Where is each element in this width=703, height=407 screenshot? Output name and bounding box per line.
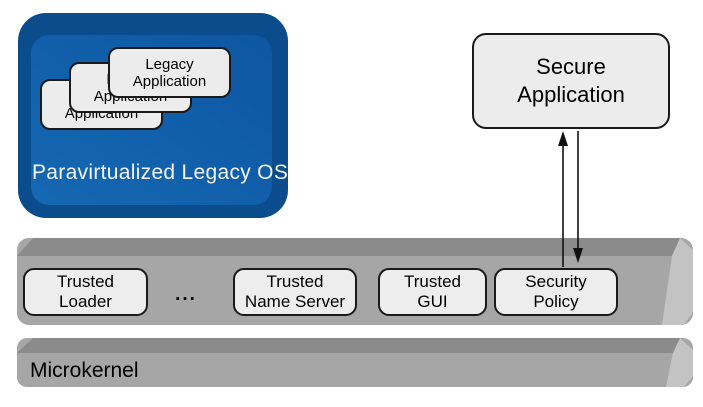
trusted-services-bar-right-bevel xyxy=(662,238,693,325)
trusted-gui-box: Trusted GUI xyxy=(378,268,487,316)
trusted-loader-box: Trusted Loader xyxy=(23,268,148,316)
microkernel-bar xyxy=(17,338,693,387)
secure-application-box: Secure Application xyxy=(472,33,670,129)
secure-application-label-line1: Secure xyxy=(536,54,606,79)
arrow-up-head xyxy=(558,131,568,146)
trusted-name-server-label-line2: Name Server xyxy=(244,292,346,311)
microkernel-label: Microkernel xyxy=(30,359,139,382)
trusted-name-server-box: Trusted Name Server xyxy=(233,268,357,316)
trusted-gui-label-line1: Trusted xyxy=(403,272,461,291)
security-policy-box: Security Policy xyxy=(494,268,618,316)
secure-app-policy-connection xyxy=(558,131,583,267)
legacy-application-box-front: Legacy Application xyxy=(108,47,231,98)
microkernel-bar-right-bevel xyxy=(666,338,693,387)
trusted-name-server-label-line1: Trusted xyxy=(266,272,324,291)
trusted-loader-label-line2: Loader xyxy=(59,292,112,311)
paravirtualized-legacy-os-label: Paravirtualized Legacy OS xyxy=(32,161,289,184)
legacy-app-label-line2: Application xyxy=(132,72,207,90)
more-services-ellipsis: ... xyxy=(175,284,197,305)
legacy-app-label-line1: Legacy xyxy=(145,55,194,73)
secure-application-label-line2: Application xyxy=(517,82,625,107)
security-policy-label-line2: Policy xyxy=(533,292,579,311)
trusted-loader-label-line1: Trusted xyxy=(56,272,114,291)
trusted-gui-label-line2: GUI xyxy=(417,292,448,311)
security-policy-label-line1: Security xyxy=(525,272,587,291)
arrow-down-head xyxy=(573,248,583,263)
microkernel-bar-top-bevel xyxy=(17,338,680,353)
trusted-services-bar-top-bevel xyxy=(17,238,680,256)
